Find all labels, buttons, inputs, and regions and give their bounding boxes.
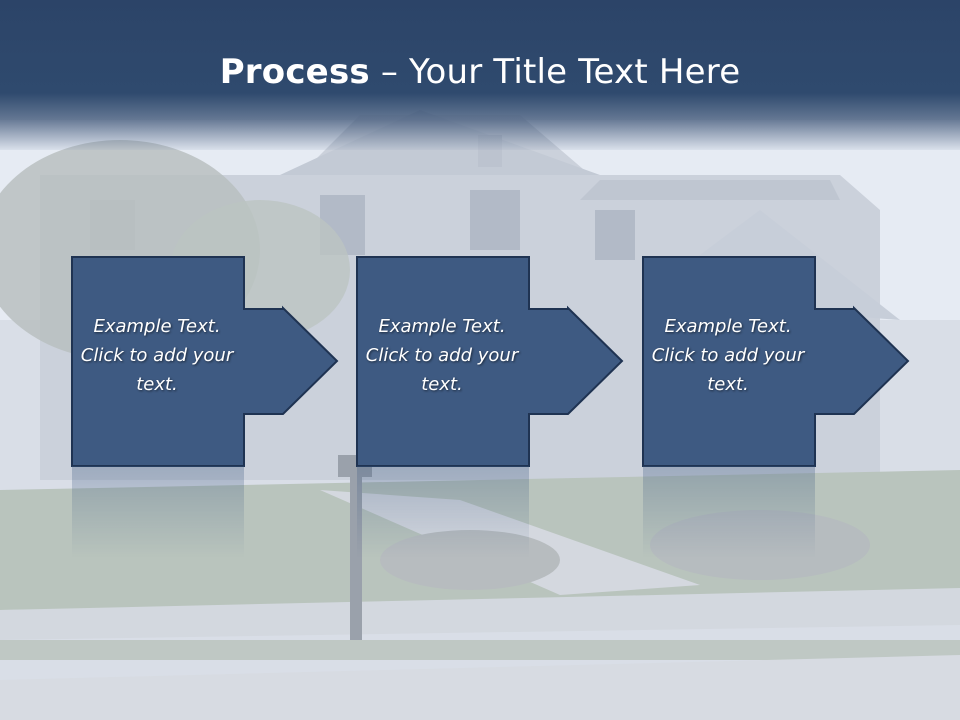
title-bold: Process — [219, 52, 370, 92]
process-step-2[interactable]: Example Text. Click to add your text. — [356, 256, 626, 468]
step-label[interactable]: Example Text. Click to add your text. — [651, 316, 805, 395]
process-step-3[interactable]: Example Text. Click to add your text. — [642, 256, 912, 468]
process-step-1[interactable]: Example Text. Click to add your text. — [71, 256, 341, 468]
step-label[interactable]: Example Text. Click to add your text. — [80, 316, 234, 395]
title-bar — [0, 0, 960, 150]
title-rest: – Your Title Text Here — [369, 52, 741, 92]
slide-title[interactable]: Process – Your Title Text Here — [0, 52, 960, 92]
step-label[interactable]: Example Text. Click to add your text. — [365, 316, 519, 395]
